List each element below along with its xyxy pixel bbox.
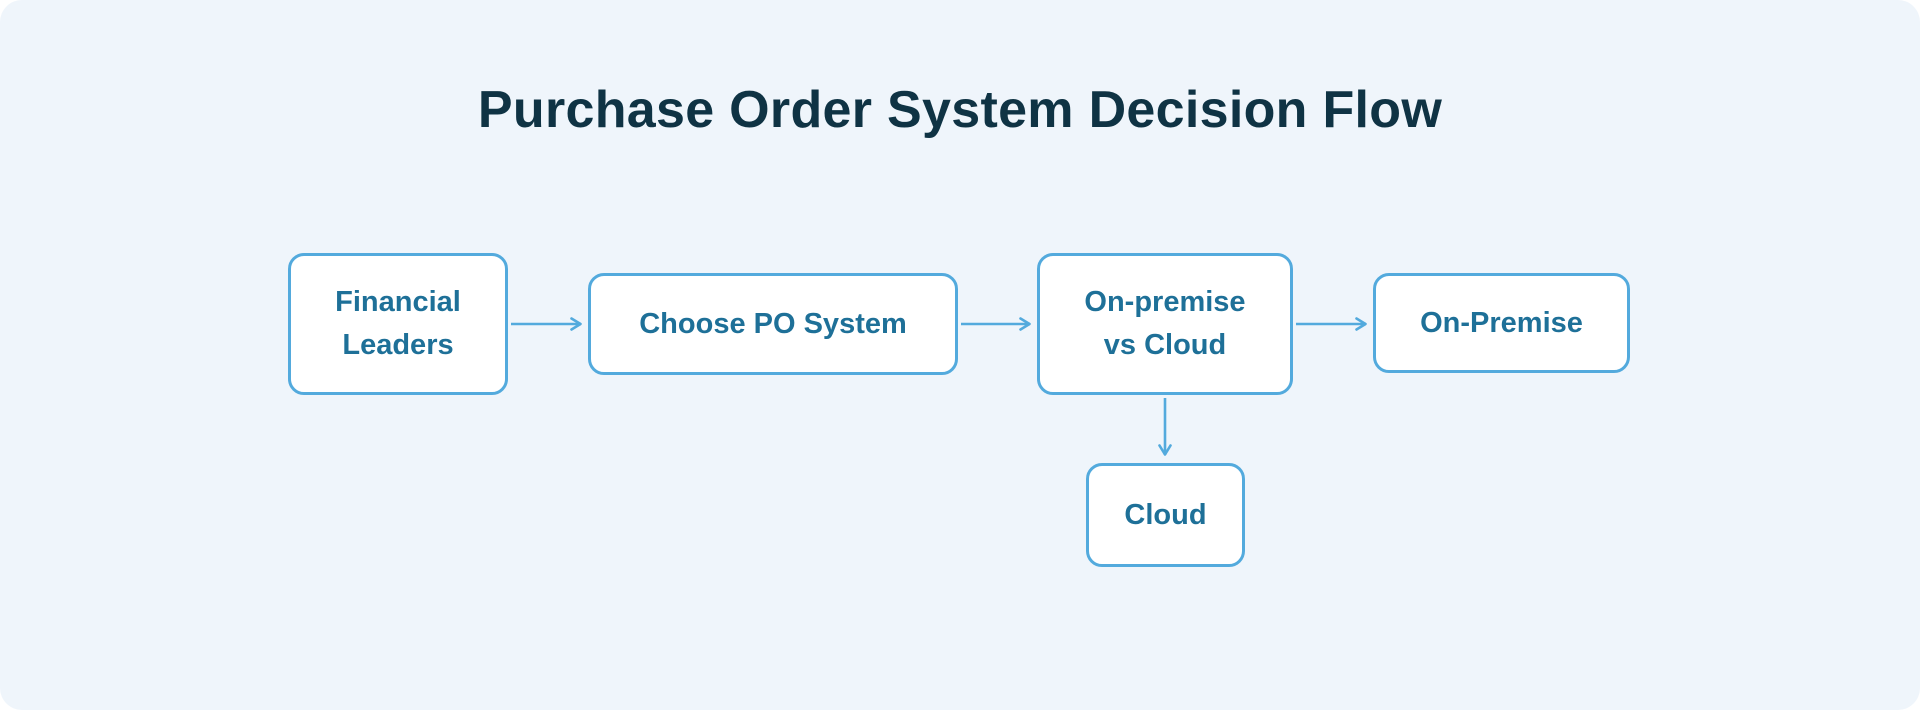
node-cloud: Cloud: [1086, 463, 1245, 567]
node-on-premise-vs-cloud: On-premise vs Cloud: [1037, 253, 1293, 395]
node-on-premise: On-Premise: [1373, 273, 1630, 373]
node-choose-po-system: Choose PO System: [588, 273, 958, 375]
node-financial-leaders: Financial Leaders: [288, 253, 508, 395]
page-title: Purchase Order System Decision Flow: [477, 81, 1443, 139]
